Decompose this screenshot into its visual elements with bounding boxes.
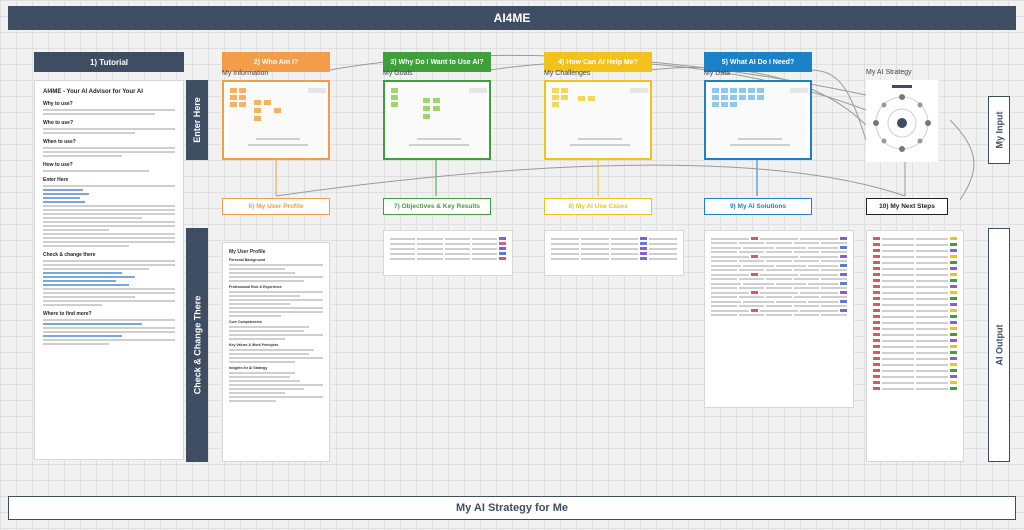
tutorial-section-heading: Who to use? (43, 120, 73, 126)
phase-caption-goals: My Goals (383, 70, 413, 77)
profile-doc-title: My User Profile (229, 249, 266, 255)
next-steps-document[interactable] (866, 230, 964, 462)
data-frame[interactable] (704, 80, 812, 160)
connector-gray-5 (275, 164, 906, 197)
tutorial-header[interactable]: 1) Tutorial (34, 52, 184, 72)
check-change-label: Check & Change There (186, 228, 208, 462)
phase-header-who-am-i[interactable]: 2) Who Am I? (222, 52, 330, 72)
user-profile-document[interactable]: My User Profile Personal Background Prof… (222, 242, 330, 462)
output-use-cases[interactable]: 8) My AI Use Cases (544, 198, 652, 215)
strategy-footer-bar[interactable]: My AI Strategy for Me (8, 496, 1016, 520)
profile-section-heading: Insights for AI Strategy (229, 366, 268, 370)
tutorial-section-heading: Check & change there (43, 252, 96, 258)
tutorial-section-heading: When to use? (43, 139, 76, 145)
strategy-footer-label: My AI Strategy for Me (455, 502, 569, 514)
app-title-bar: AI4ME (8, 6, 1016, 30)
tutorial-doc-title: AI4ME - Your AI Advisor for Your AI (43, 89, 143, 95)
connector-gray-4 (809, 69, 867, 141)
tutorial-section-heading: How to use? (43, 162, 73, 168)
output-user-profile[interactable]: 6) My User Profile (222, 198, 330, 215)
tutorial-section-heading: Where to find more? (43, 311, 92, 317)
phase-caption-info: My Information (222, 70, 269, 77)
goals-frame[interactable] (383, 80, 491, 160)
app-title: AI4ME (493, 11, 531, 25)
my-input-label: My Input (988, 96, 1010, 164)
phase-header-what-ai-need[interactable]: 5) What AI Do I Need? (704, 52, 812, 72)
profile-section-heading: Core Competencies (229, 320, 262, 324)
strategy-diagram-image[interactable] (866, 80, 938, 162)
connector-gray-7 (949, 119, 975, 201)
challenges-frame[interactable] (544, 80, 652, 160)
use-cases-table-document[interactable] (544, 230, 684, 276)
phase-header-why-use-ai[interactable]: 3) Why Do I Want to Use AI? (383, 52, 491, 72)
output-ai-solutions[interactable]: 9) My AI Solutions (704, 198, 812, 215)
tutorial-header-label: 1) Tutorial (89, 57, 129, 67)
phase-header-how-ai-help[interactable]: 4) How Can AI Help Me? (544, 52, 652, 72)
profile-section-heading: Personal Background (229, 258, 266, 262)
output-next-steps[interactable]: 10) My Next Steps (866, 198, 948, 215)
phase-caption-challenges: My Challenges (544, 70, 591, 77)
tutorial-document[interactable]: AI4ME - Your AI Advisor for Your AI Why … (34, 80, 184, 460)
phase-caption-data: My Data (704, 70, 731, 77)
strategy-wheel-icon (873, 85, 931, 152)
ai-output-label: AI Output (988, 228, 1010, 462)
objectives-table-document[interactable] (383, 230, 513, 276)
enter-here-label: Enter Here (186, 80, 208, 160)
tutorial-section-heading: Enter Here (43, 177, 69, 183)
info-frame[interactable] (222, 80, 330, 160)
output-objectives[interactable]: 7) Objectives & Key Results (383, 198, 491, 215)
strategy-caption: My AI Strategy (866, 69, 912, 76)
profile-section-heading: Key Values & Work Principles (229, 343, 279, 347)
profile-section-heading: Professional Role & Experience (229, 285, 282, 289)
tutorial-section-heading: Why to use? (43, 101, 73, 107)
ai-solutions-document[interactable] (704, 230, 854, 408)
